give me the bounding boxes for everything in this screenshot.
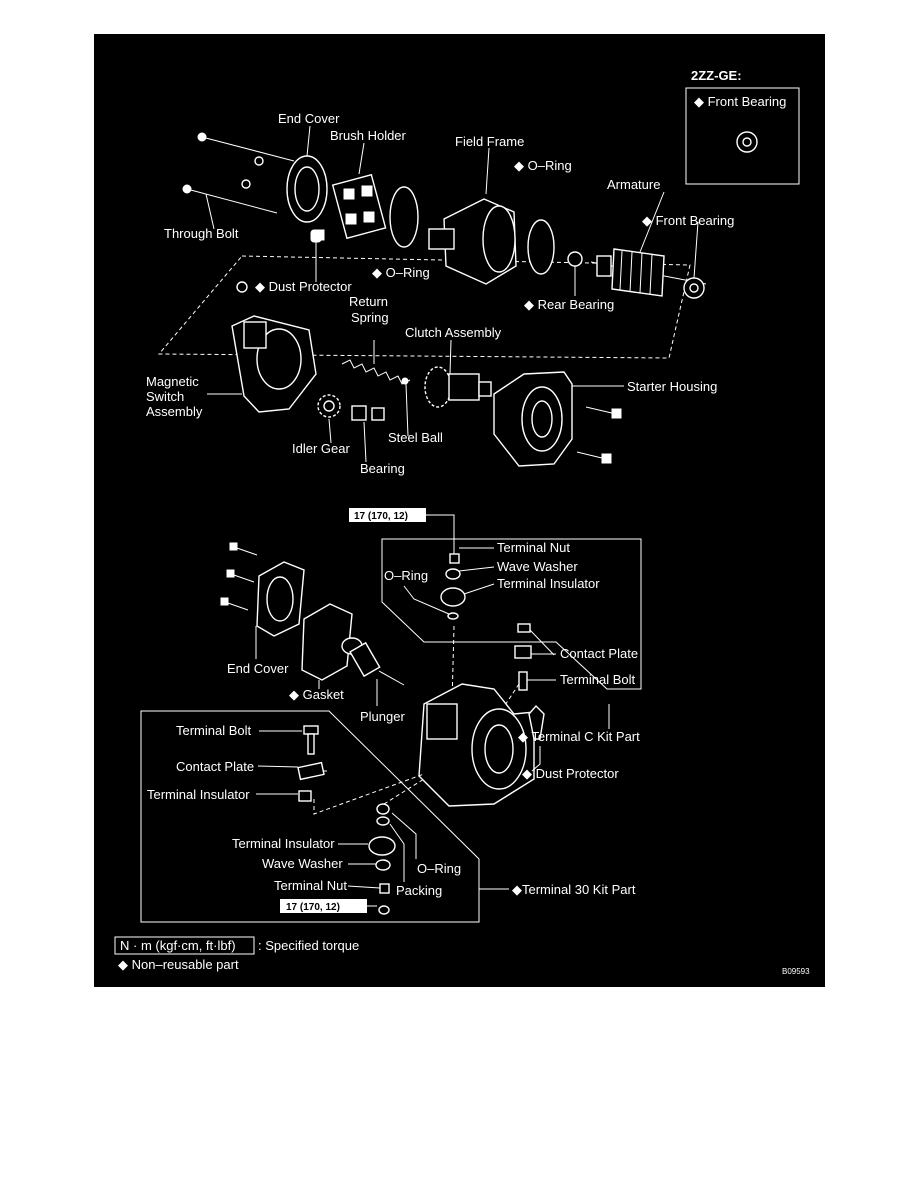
return-spring: [341, 359, 411, 385]
label-terminal-bolt-left: Terminal Bolt: [176, 723, 252, 738]
label-steel-ball: Steel Ball: [388, 430, 443, 445]
steel-ball: [401, 377, 409, 385]
terminal-30-kit-box: [140, 710, 480, 923]
label-o-ring-1: ◆ O–Ring: [514, 158, 572, 173]
label-idler-gear: Idler Gear: [292, 441, 350, 456]
starter-housing: [493, 371, 622, 467]
label-clutch-assembly: Clutch Assembly: [405, 325, 502, 340]
o-ring-rear: [389, 186, 419, 248]
label-dust-protector-top: ◆ Dust Protector: [255, 279, 352, 294]
label-through-bolt: Through Bolt: [164, 226, 239, 241]
label-wave-washer-30: Wave Washer: [262, 856, 343, 871]
label-end-cover-top: End Cover: [278, 111, 340, 126]
variant-item: ◆ Front Bearing: [694, 94, 786, 109]
label-armature: Armature: [607, 177, 660, 192]
label-bearing: Bearing: [360, 461, 405, 476]
label-return-spring-2: Spring: [351, 310, 389, 325]
label-contact-plate-left: Contact Plate: [176, 759, 254, 774]
terminal-c-kit-box: [381, 538, 642, 690]
legend-torque-text: : Specified torque: [258, 938, 359, 953]
terminal-30-parts: [297, 725, 396, 915]
torque-box-top: [349, 508, 426, 522]
label-magnetic-switch-1: Magnetic: [146, 374, 199, 389]
label-terminal-insulator-left: Terminal Insulator: [147, 787, 250, 802]
legend: N · m (kgf·cm, ft·lbf) : Specified torqu…: [114, 936, 810, 976]
label-front-bearing: ◆ Front Bearing: [642, 213, 734, 228]
bearing-needle: [351, 405, 367, 421]
gasket: [301, 603, 353, 681]
label-terminal-nut-top: Terminal Nut: [497, 540, 570, 555]
label-terminal-30-kit: ◆Terminal 30 Kit Part: [512, 882, 636, 897]
label-o-ring-30: O–Ring: [417, 861, 461, 876]
label-field-frame: Field Frame: [455, 134, 524, 149]
label-brush-holder: Brush Holder: [330, 128, 407, 143]
label-wave-washer-top: Wave Washer: [497, 559, 578, 574]
clutch-assembly: [424, 366, 492, 408]
terminal-c-parts: [440, 553, 532, 691]
label-end-cover-bottom: End Cover: [227, 661, 289, 676]
end-cover-bottom: [220, 542, 305, 637]
label-magnetic-switch-3: Assembly: [146, 404, 203, 419]
label-starter-housing: Starter Housing: [627, 379, 717, 394]
label-contact-plate-top: Contact Plate: [560, 646, 638, 661]
label-o-ring-2: ◆ O–Ring: [372, 265, 430, 280]
legend-non-reusable: ◆ Non–reusable part: [118, 957, 239, 972]
label-terminal-insulator-top: Terminal Insulator: [497, 576, 600, 591]
plunger: [341, 637, 405, 706]
variant-title: 2ZZ-GE:: [691, 68, 742, 83]
brush-holder: [331, 173, 387, 240]
o-ring-front: [527, 219, 555, 275]
label-o-ring-c: O–Ring: [384, 568, 428, 583]
label-terminal-c-kit: ◆ Terminal C Kit Part: [518, 729, 640, 744]
figure-code: B09593: [782, 967, 810, 976]
legend-torque-unit: N · m (kgf·cm, ft·lbf): [120, 938, 236, 953]
magnetic-switch-body-lower: [418, 683, 545, 807]
dust-protector-top: [310, 229, 322, 243]
label-plunger: Plunger: [360, 709, 405, 724]
label-gasket: ◆ Gasket: [289, 687, 344, 702]
label-dust-protector-bottom: ◆ Dust Protector: [522, 766, 619, 781]
torque-box-bottom: [280, 899, 367, 913]
through-bolts: [182, 132, 295, 214]
armature: [590, 248, 707, 297]
magnetic-switch-assembly: [231, 281, 317, 413]
label-magnetic-switch-2: Switch: [146, 389, 184, 404]
label-torque-top: 17 (170, 12): [354, 511, 408, 522]
label-terminal-nut-30: Terminal Nut: [274, 878, 347, 893]
label-packing: Packing: [396, 883, 442, 898]
label-torque-bottom: 17 (170, 12): [286, 902, 340, 913]
rear-bearing: [567, 251, 583, 267]
end-cover-top: [286, 155, 328, 241]
label-terminal-bolt-top: Terminal Bolt: [560, 672, 636, 687]
label-terminal-insulator-30: Terminal Insulator: [232, 836, 335, 851]
field-frame: [428, 198, 517, 285]
label-return-spring-1: Return: [349, 294, 388, 309]
label-rear-bearing: ◆ Rear Bearing: [524, 297, 614, 312]
starter-exploded-diagram: 2ZZ-GE: ◆ Front Bearing: [94, 34, 825, 987]
variant-box: 2ZZ-GE: ◆ Front Bearing: [685, 68, 800, 185]
